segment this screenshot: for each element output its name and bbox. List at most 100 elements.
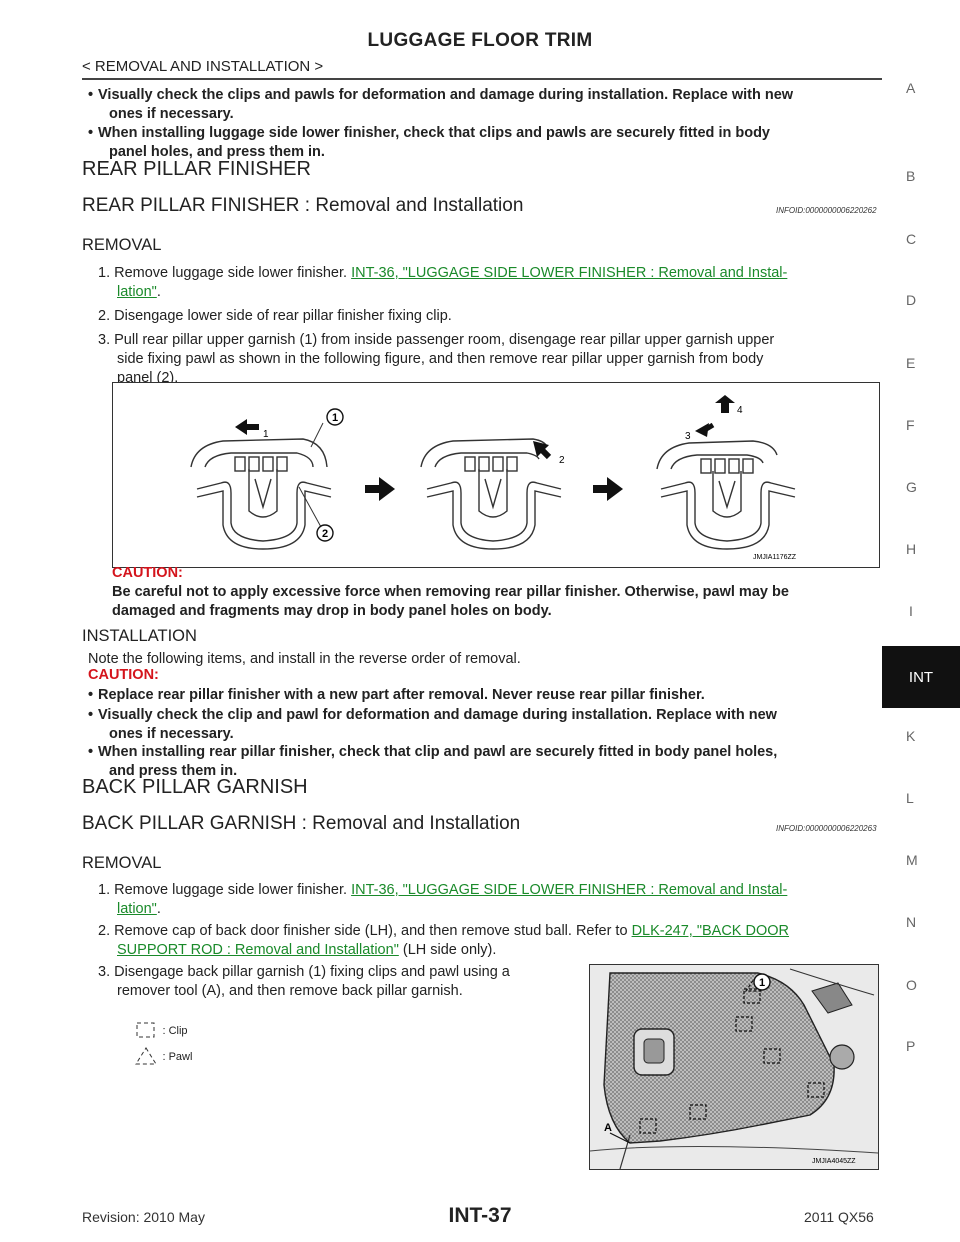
intro-bullet-1: • Visually check the clips and pawls for… — [88, 86, 878, 124]
back-pillar-step-3: 3. Disengage back pillar garnish (1) fix… — [98, 963, 598, 1001]
side-index-n[interactable]: N — [906, 914, 917, 930]
intro-bullet-2: • When installing luggage side lower fin… — [88, 124, 878, 162]
intro-bullet-2-line-2: panel holes, and press them in. — [109, 144, 325, 160]
clip-symbol-icon — [136, 1022, 155, 1038]
link-int-36-b[interactable]: lation" — [117, 284, 157, 300]
arrow-4-icon — [715, 395, 735, 403]
stud-ball-icon — [829, 1044, 855, 1070]
installation-heading: INSTALLATION — [82, 627, 197, 645]
figure-arrow-label-1: 1 — [263, 429, 269, 440]
side-index-b[interactable]: B — [906, 168, 916, 184]
legend-clip: : Clip — [134, 1020, 188, 1040]
install-note: Note the following items, and install in… — [88, 651, 521, 667]
step-1-text: 1. Remove luggage side lower finisher. — [98, 265, 348, 281]
back-pillar-step-2: 2. Remove cap of back door finisher side… — [98, 922, 880, 960]
clip-detail-icon — [811, 982, 853, 1014]
figure-rear-pillar-svg: 1 1 2 2 — [190, 395, 797, 561]
figure-arrow-label-2: 2 — [559, 455, 565, 466]
section-heading-rear-pillar-finisher: REAR PILLAR FINISHER — [82, 158, 311, 180]
step-3-line-1: 3. Pull rear pillar upper garnish (1) fr… — [98, 332, 775, 348]
clip-diagram-step-1 — [190, 438, 332, 550]
infoid-rear-pillar: INFOID:0000000006220262 — [776, 206, 877, 215]
legend-pawl: : Pawl — [134, 1046, 192, 1066]
footer-model: 2011 QX56 — [804, 1209, 874, 1225]
figure-callout-1: 1 — [332, 412, 338, 424]
legend-pawl-label: : Pawl — [162, 1051, 193, 1064]
caution-text-1: Be careful not to apply excessive force … — [112, 583, 882, 621]
link-int-36-a[interactable]: INT-36, "LUGGAGE SIDE LOWER FINISHER : R… — [351, 265, 788, 281]
bp-step-1-suffix: . — [156, 901, 161, 917]
figure-code: JMJIA1176ZZ — [753, 554, 797, 561]
install-bullet-2-line-1: Visually check the clip and pawl for def… — [98, 707, 777, 723]
caution-label-1: CAUTION: — [112, 565, 183, 581]
figure-arrow-label-4: 4 — [737, 405, 743, 416]
subheading-back-pillar-removal-installation: BACK PILLAR GARNISH : Removal and Instal… — [82, 813, 521, 834]
pawl-symbol-icon — [135, 1047, 157, 1065]
figure-back-pillar-garnish: 1 A JMJIA4045ZZ — [589, 964, 879, 1170]
install-bullet-2-line-2: ones if necessary. — [109, 726, 234, 742]
side-index-int-active[interactable]: INT — [882, 646, 960, 708]
figure-rear-pillar-clip-removal: 1 1 2 2 — [112, 382, 880, 568]
legend-clip-label: : Clip — [162, 1025, 188, 1038]
arrow-2-icon — [533, 441, 549, 457]
bp-step-3-line-1: 3. Disengage back pillar garnish (1) fix… — [98, 964, 510, 980]
bp-step-3-line-2: remover tool (A), and then remove back p… — [117, 983, 463, 999]
side-index-p[interactable]: P — [906, 1038, 916, 1054]
side-index-e[interactable]: E — [906, 355, 916, 371]
side-index-h[interactable]: H — [906, 541, 917, 557]
side-index-m[interactable]: M — [906, 852, 918, 868]
header-rule — [82, 78, 882, 80]
section-heading-back-pillar-garnish: BACK PILLAR GARNISH — [82, 776, 308, 798]
removal-heading-1: REMOVAL — [82, 236, 162, 254]
install-bullet-2: • Visually check the clip and pawl for d… — [88, 706, 878, 744]
bp-step-2-text: 2. Remove cap of back door finisher side… — [98, 923, 628, 939]
footer-revision: Revision: 2010 May — [82, 1209, 205, 1225]
link-dlk-247-b[interactable]: SUPPORT ROD : Removal and Installation" — [117, 942, 399, 958]
page-title: LUGGAGE FLOOR TRIM — [367, 30, 593, 51]
step-arrow-icon-2 — [607, 477, 623, 501]
figure-callout-2: 2 — [322, 528, 328, 540]
side-index-c[interactable]: C — [906, 231, 917, 247]
breadcrumb: < REMOVAL AND INSTALLATION > — [82, 58, 324, 75]
bp-step-1-text: 1. Remove luggage side lower finisher. — [98, 882, 348, 898]
install-bullet-1-line-1: Replace rear pillar finisher with a new … — [98, 687, 705, 703]
install-bullet-3-line-1: When installing rear pillar finisher, ch… — [98, 744, 778, 760]
clip-diagram-step-3 — [656, 440, 796, 550]
caution-1-line-2: damaged and fragments may drop in body p… — [112, 603, 552, 619]
side-index-f[interactable]: F — [906, 417, 915, 433]
caution-label-2: CAUTION: — [88, 667, 159, 683]
link-int-36-d[interactable]: lation" — [117, 901, 157, 917]
step-3-line-2: side fixing pawl as shown in the followi… — [117, 351, 764, 367]
side-index-k[interactable]: K — [906, 728, 916, 744]
intro-bullet-1-line-2: ones if necessary. — [109, 106, 234, 122]
clip-diagram-step-2 — [420, 438, 562, 550]
caution-1-line-1: Be careful not to apply excessive force … — [112, 584, 789, 600]
intro-bullet-1-line-1: Visually check the clips and pawls for d… — [98, 87, 794, 103]
figure-2-callout-1: 1 — [759, 977, 765, 989]
back-pillar-step-1: 1. Remove luggage side lower finisher. I… — [98, 881, 878, 919]
intro-bullet-2-line-1: When installing luggage side lower finis… — [98, 125, 770, 141]
figure-back-pillar-svg: 1 A JMJIA4045ZZ — [589, 965, 879, 1170]
figure-arrow-label-3: 3 — [685, 431, 691, 442]
step-arrow-icon — [379, 477, 395, 501]
arrow-1-icon — [235, 419, 247, 435]
side-index-i[interactable]: I — [909, 603, 913, 619]
side-index-o[interactable]: O — [906, 977, 917, 993]
step-1-suffix: . — [156, 284, 161, 300]
install-bullet-3-line-2: and press them in. — [109, 763, 238, 779]
rear-pillar-step-3: 3. Pull rear pillar upper garnish (1) fr… — [98, 331, 880, 388]
side-index-d[interactable]: D — [906, 292, 917, 308]
removal-heading-2: REMOVAL — [82, 854, 162, 872]
arrow-3-icon — [695, 423, 709, 437]
link-int-36-c[interactable]: INT-36, "LUGGAGE SIDE LOWER FINISHER : R… — [351, 882, 788, 898]
link-dlk-247-a[interactable]: DLK-247, "BACK DOOR — [631, 923, 790, 939]
footer-page-number: INT-37 — [448, 1204, 512, 1227]
infoid-back-pillar: INFOID:0000000006220263 — [776, 824, 877, 833]
side-index-l[interactable]: L — [906, 790, 914, 806]
side-index-a[interactable]: A — [906, 80, 916, 96]
subheading-rear-pillar-removal-installation: REAR PILLAR FINISHER : Removal and Insta… — [82, 195, 524, 216]
bp-step-2-suffix: (LH side only). — [402, 942, 497, 958]
back-pillar-garnish-shape — [603, 972, 835, 1144]
rear-pillar-step-2: 2. Disengage lower side of rear pillar f… — [98, 308, 452, 324]
side-index-g[interactable]: G — [906, 479, 917, 495]
